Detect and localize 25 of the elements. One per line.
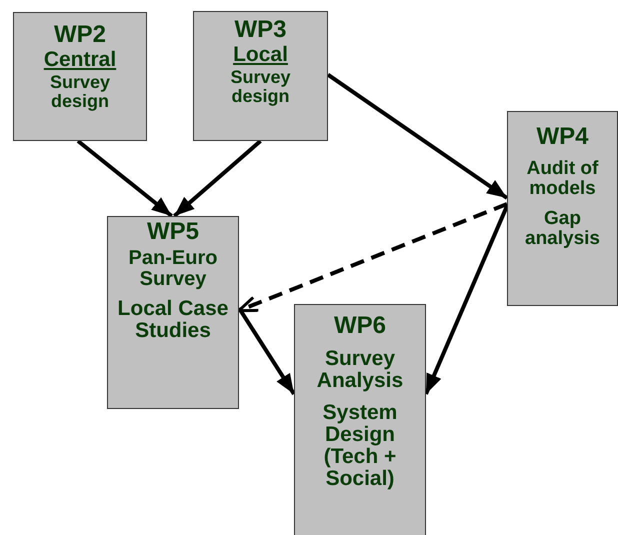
package-title: WP3 <box>233 17 288 42</box>
package-text: Gap analysis <box>524 209 601 249</box>
package-text: Local Case Studies <box>116 298 230 342</box>
work-package-box <box>107 216 239 409</box>
arrow <box>237 306 296 396</box>
package-text: Survey design <box>229 68 292 106</box>
package-text: Local <box>232 44 289 66</box>
work-package-box <box>13 12 147 141</box>
package-text: System Design (Tech + Social) <box>322 402 398 490</box>
work-package-box <box>193 11 328 141</box>
arrow <box>76 139 173 218</box>
package-title: WP2 <box>52 22 107 48</box>
work-package-box <box>294 304 426 535</box>
package-text: Survey Analysis <box>316 348 404 392</box>
work-package-box <box>507 111 618 306</box>
arrow <box>173 140 262 218</box>
package-text: Survey design <box>48 73 112 112</box>
package-text: Central <box>42 49 118 72</box>
arrow <box>424 205 509 395</box>
package-title: WP4 <box>535 124 590 150</box>
package-text: Pan-Euro Survey <box>128 248 218 290</box>
package-title: WP5 <box>146 219 200 244</box>
arrow <box>326 73 508 200</box>
package-text: Audit of models <box>526 159 600 200</box>
package-title: WP6 <box>332 313 387 338</box>
